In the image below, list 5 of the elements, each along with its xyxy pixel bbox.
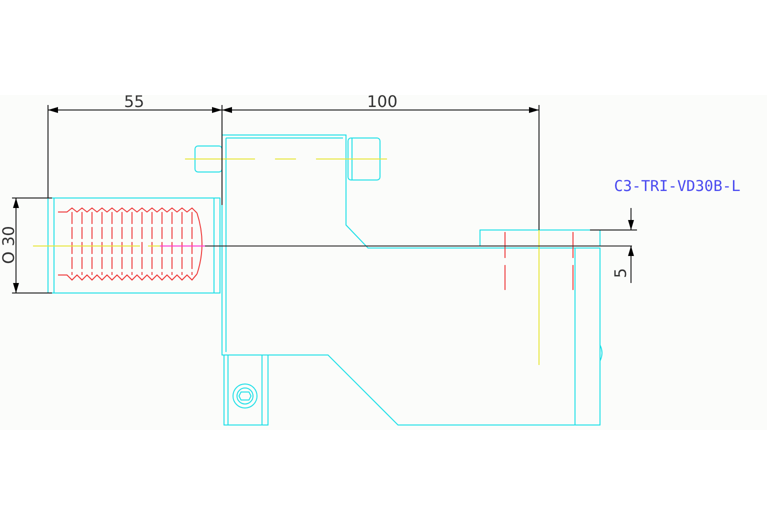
- part-number: C3-TRI-VD30B-L: [614, 179, 740, 194]
- dimension-value: 5: [613, 268, 630, 278]
- dimension-value: 55: [124, 94, 144, 110]
- dimension-value: O 30: [1, 226, 18, 264]
- dimension-value: 100: [367, 94, 398, 110]
